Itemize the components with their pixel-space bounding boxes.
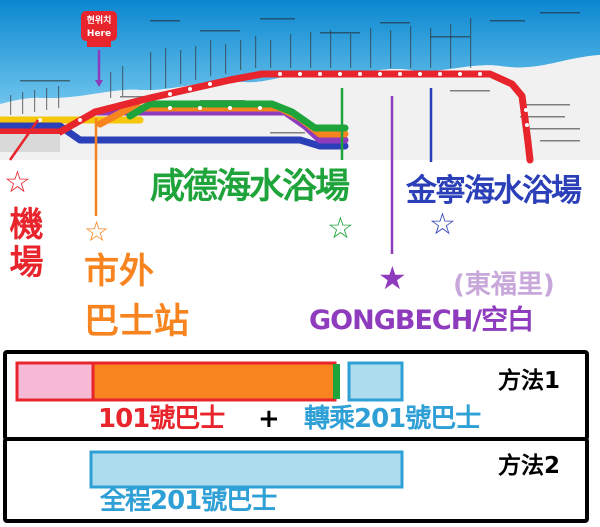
gimnyeong-label: 金寧海水浴場 bbox=[406, 173, 582, 209]
method1-bar-airport-segment bbox=[15, 361, 95, 402]
hamdeok-label: 咸德海水浴場 bbox=[150, 167, 350, 207]
method1-transfer-label: 轉乘201號巴士 bbox=[304, 404, 481, 434]
dongbok-label: (東福里) bbox=[453, 270, 555, 300]
terminal-label-line2: 巴士站 bbox=[84, 302, 190, 342]
terminal-star-icon: ☆ bbox=[84, 215, 110, 248]
method1-label: 方法1 bbox=[498, 368, 561, 394]
route-line-blue bbox=[0, 122, 349, 150]
methods-panel bbox=[3, 350, 589, 523]
airport-star-icon: ☆ bbox=[4, 165, 31, 200]
station-labels bbox=[10, 18, 472, 115]
airport-label: 機場 bbox=[3, 206, 43, 282]
method1-bar-101-segment bbox=[91, 361, 337, 402]
method1-bar-201-segment bbox=[347, 361, 404, 402]
gimnyeong-star-icon: ☆ bbox=[429, 207, 456, 242]
hamdeok-star-icon: ☆ bbox=[327, 211, 354, 246]
airport-pointer bbox=[8, 119, 40, 161]
gongbech-label: GONGBECH/空白 bbox=[309, 305, 534, 336]
method2-route-label: 全程201號巴士 bbox=[100, 486, 277, 516]
route-line-green bbox=[126, 100, 349, 132]
terminal-label-line1: 市外 bbox=[84, 252, 155, 292]
plus-sign: + bbox=[258, 404, 280, 434]
method2-bar-201-segment bbox=[89, 450, 404, 489]
here-sign-ko: 현위치 bbox=[87, 14, 112, 26]
station-dots bbox=[38, 72, 529, 127]
method1-route-label: 101號巴士 bbox=[98, 404, 225, 434]
route-line-red bbox=[0, 70, 534, 164]
gongbech-star-icon: ★ bbox=[378, 259, 407, 297]
here-sign-en: Here bbox=[87, 29, 111, 39]
bus-route-lines bbox=[0, 70, 534, 164]
method1-bar-transfer-mark bbox=[333, 364, 340, 399]
here-sign: 현위치 Here bbox=[81, 11, 117, 47]
method2-label: 方法2 bbox=[498, 453, 561, 479]
location-pointers bbox=[8, 50, 433, 254]
